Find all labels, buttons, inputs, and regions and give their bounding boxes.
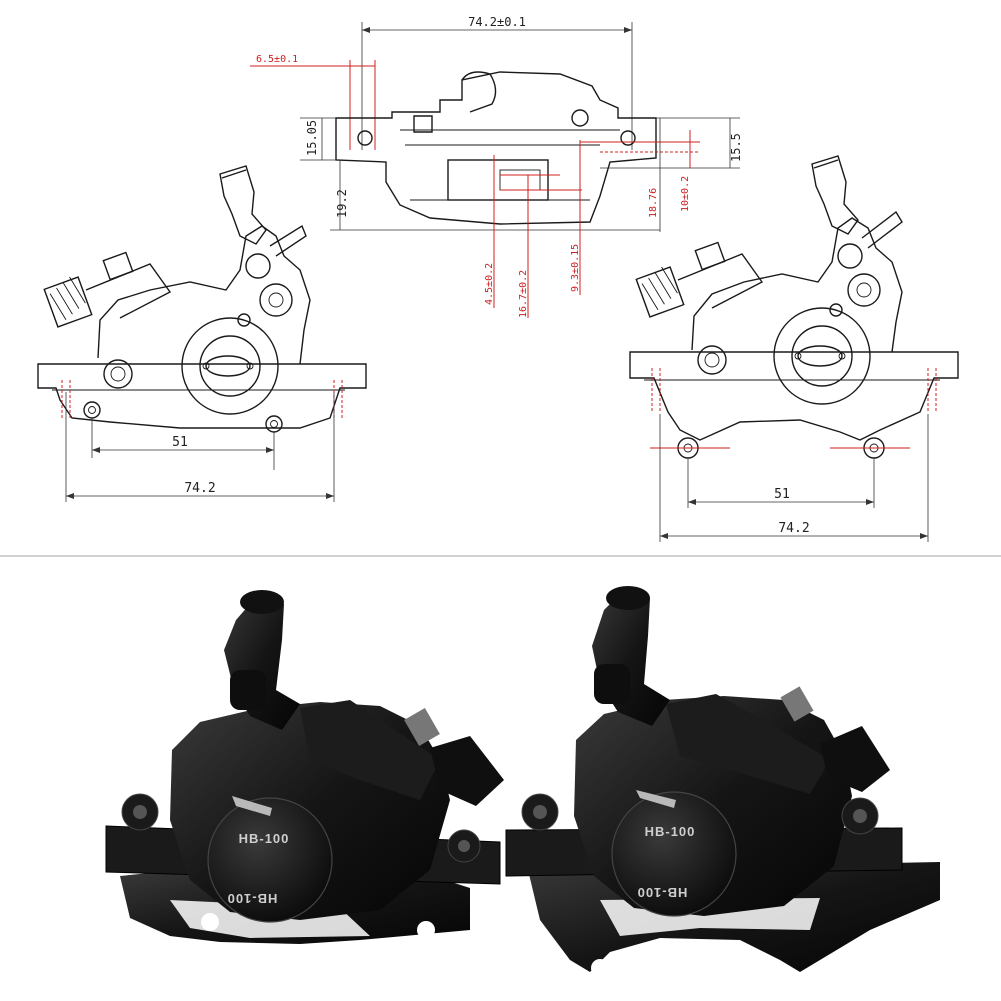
bottom-dim-c-label: 9.3±0.15 xyxy=(570,244,581,292)
right-height-b-label: 10±0.2 xyxy=(680,176,691,212)
left-overall-width-label: 74.2 xyxy=(184,481,215,496)
bottom-dim-a-label: 4.5±0.2 xyxy=(484,263,495,305)
right-overall-width-label: 74.2 xyxy=(778,521,809,536)
right-height-c-label: 18.76 xyxy=(648,188,659,218)
left-hole-spacing-label: 51 xyxy=(172,435,188,450)
left-height-b-label: 19.2 xyxy=(335,189,349,218)
slot-width-label: 6.5±0.1 xyxy=(256,54,298,65)
right-photo-label-top: HB-100 xyxy=(645,824,696,839)
left-side-drawing: 51 74.2 xyxy=(37,165,367,502)
right-caliper-photo: HB-100 HB-100 xyxy=(505,586,940,979)
left-photo-label-top: HB-100 xyxy=(239,831,290,846)
right-side-drawing: 51 74.2 xyxy=(629,155,959,542)
left-caliper-photo: HB-100 HB-100 xyxy=(105,590,504,944)
left-photo-label-bottom: HB-100 xyxy=(227,891,278,906)
top-view-drawing: 74.2±0.1 6.5±0.1 15.05 19.2 15.5 10± xyxy=(250,15,743,318)
right-photo-label-bottom: HB-100 xyxy=(637,885,688,900)
right-height-a-label: 15.5 xyxy=(729,133,743,162)
right-hole-spacing-label: 51 xyxy=(774,487,790,502)
left-height-a-label: 15.05 xyxy=(305,120,319,156)
top-overall-width-label: 74.2±0.1 xyxy=(468,15,526,29)
bottom-dim-b-label: 16.7±0.2 xyxy=(518,270,529,318)
